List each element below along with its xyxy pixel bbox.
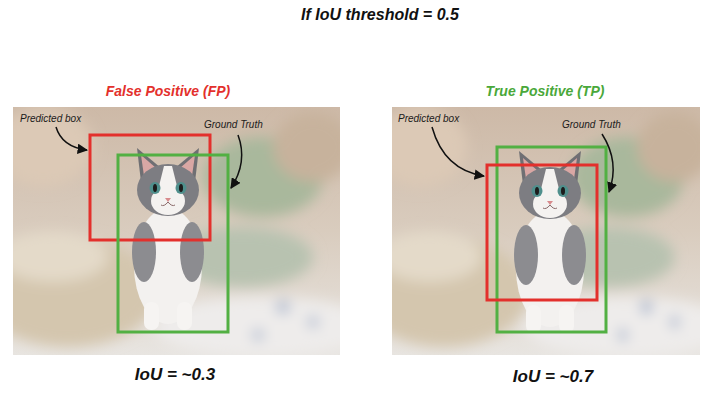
kitten-photo-right <box>392 107 700 355</box>
predicted-box <box>487 165 597 300</box>
predicted-box <box>90 135 210 240</box>
pointer-label: Ground Truth <box>204 119 263 130</box>
panel-heading: False Positive (FP) <box>106 83 230 99</box>
panel-heading: True Positive (TP) <box>486 83 605 99</box>
ground-truth-box <box>118 155 228 332</box>
pointer-arrow <box>231 135 242 188</box>
pointer-label: Predicted box <box>398 113 459 124</box>
pointer-label: Predicted box <box>20 113 81 124</box>
pointer-label: Ground Truth <box>562 119 621 130</box>
iou-caption: IoU = ~0.7 <box>513 367 593 387</box>
iou-caption: IoU = ~0.3 <box>135 365 215 385</box>
ground-truth-box <box>497 147 606 332</box>
pointer-arrow <box>432 127 484 176</box>
pointer-arrow <box>56 127 87 150</box>
kitten-photo-left <box>13 107 340 355</box>
diagram-title: If IoU threshold = 0.5 <box>301 6 459 24</box>
pointer-arrow <box>602 134 613 192</box>
